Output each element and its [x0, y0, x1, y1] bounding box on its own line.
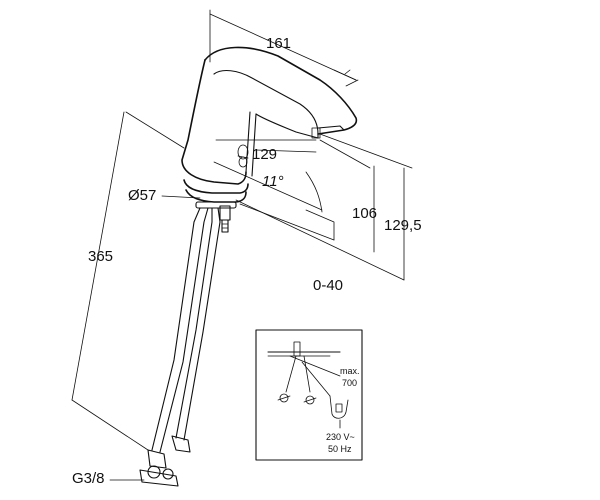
dim-total-length: 365	[88, 248, 113, 265]
dim-spout-reach: 161	[266, 35, 291, 52]
dim-base-diameter: Ø57	[128, 187, 156, 204]
supply-hoses	[139, 205, 231, 487]
inset-max-label: max.	[340, 366, 360, 376]
inset-voltage: 230 V~	[326, 432, 355, 442]
dim-spout-height: 106	[352, 205, 377, 222]
dimension-lines	[71, 9, 413, 481]
dim-connection-thread: G3/8	[72, 470, 105, 487]
dim-overall-height: 129,5	[384, 217, 422, 234]
dim-body-width: 129	[252, 146, 277, 163]
faucet-body	[181, 46, 358, 209]
installation-inset	[255, 329, 363, 461]
dim-deck-thickness: 0-40	[313, 277, 343, 294]
dim-spout-angle: 11°	[262, 173, 284, 190]
inset-max-value: 700	[342, 378, 357, 388]
inset-frequency: 50 Hz	[328, 444, 352, 454]
